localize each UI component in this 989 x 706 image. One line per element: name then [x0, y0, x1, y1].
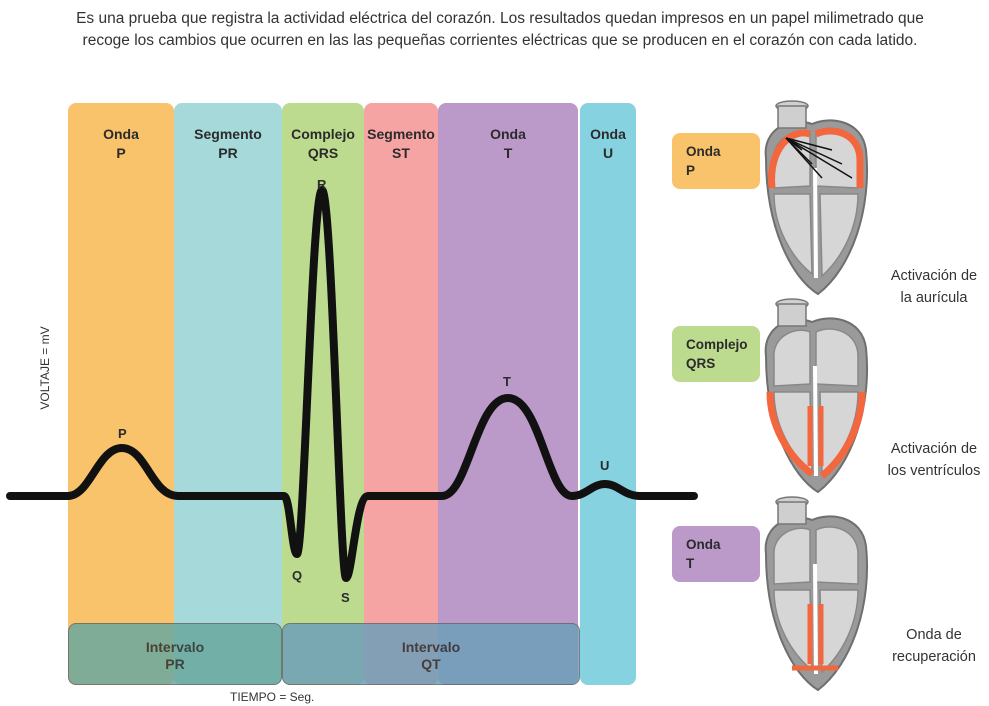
label-q: Q: [292, 568, 302, 583]
label-p: P: [118, 426, 127, 441]
heart-recovery-illustration: [752, 494, 882, 694]
septum: [815, 564, 816, 674]
x-axis-label: TIEMPO = Seg.: [230, 690, 314, 704]
y-axis-label: VOLTAJE = mV: [38, 326, 52, 409]
right-atrium: [816, 329, 858, 386]
label-u: U: [600, 458, 609, 473]
heart-atria-activation-illustration: [752, 98, 882, 298]
heart-ventricle-activation-illustration: [752, 296, 882, 496]
right-atrium: [816, 527, 858, 584]
septum: [815, 168, 816, 278]
septum: [815, 366, 816, 476]
aorta: [778, 502, 806, 524]
label-t: T: [503, 374, 511, 389]
label-s: S: [341, 590, 350, 605]
ecg-waveform: [10, 190, 694, 578]
aorta: [778, 304, 806, 326]
label-r: R: [317, 177, 327, 192]
aorta: [778, 106, 806, 128]
